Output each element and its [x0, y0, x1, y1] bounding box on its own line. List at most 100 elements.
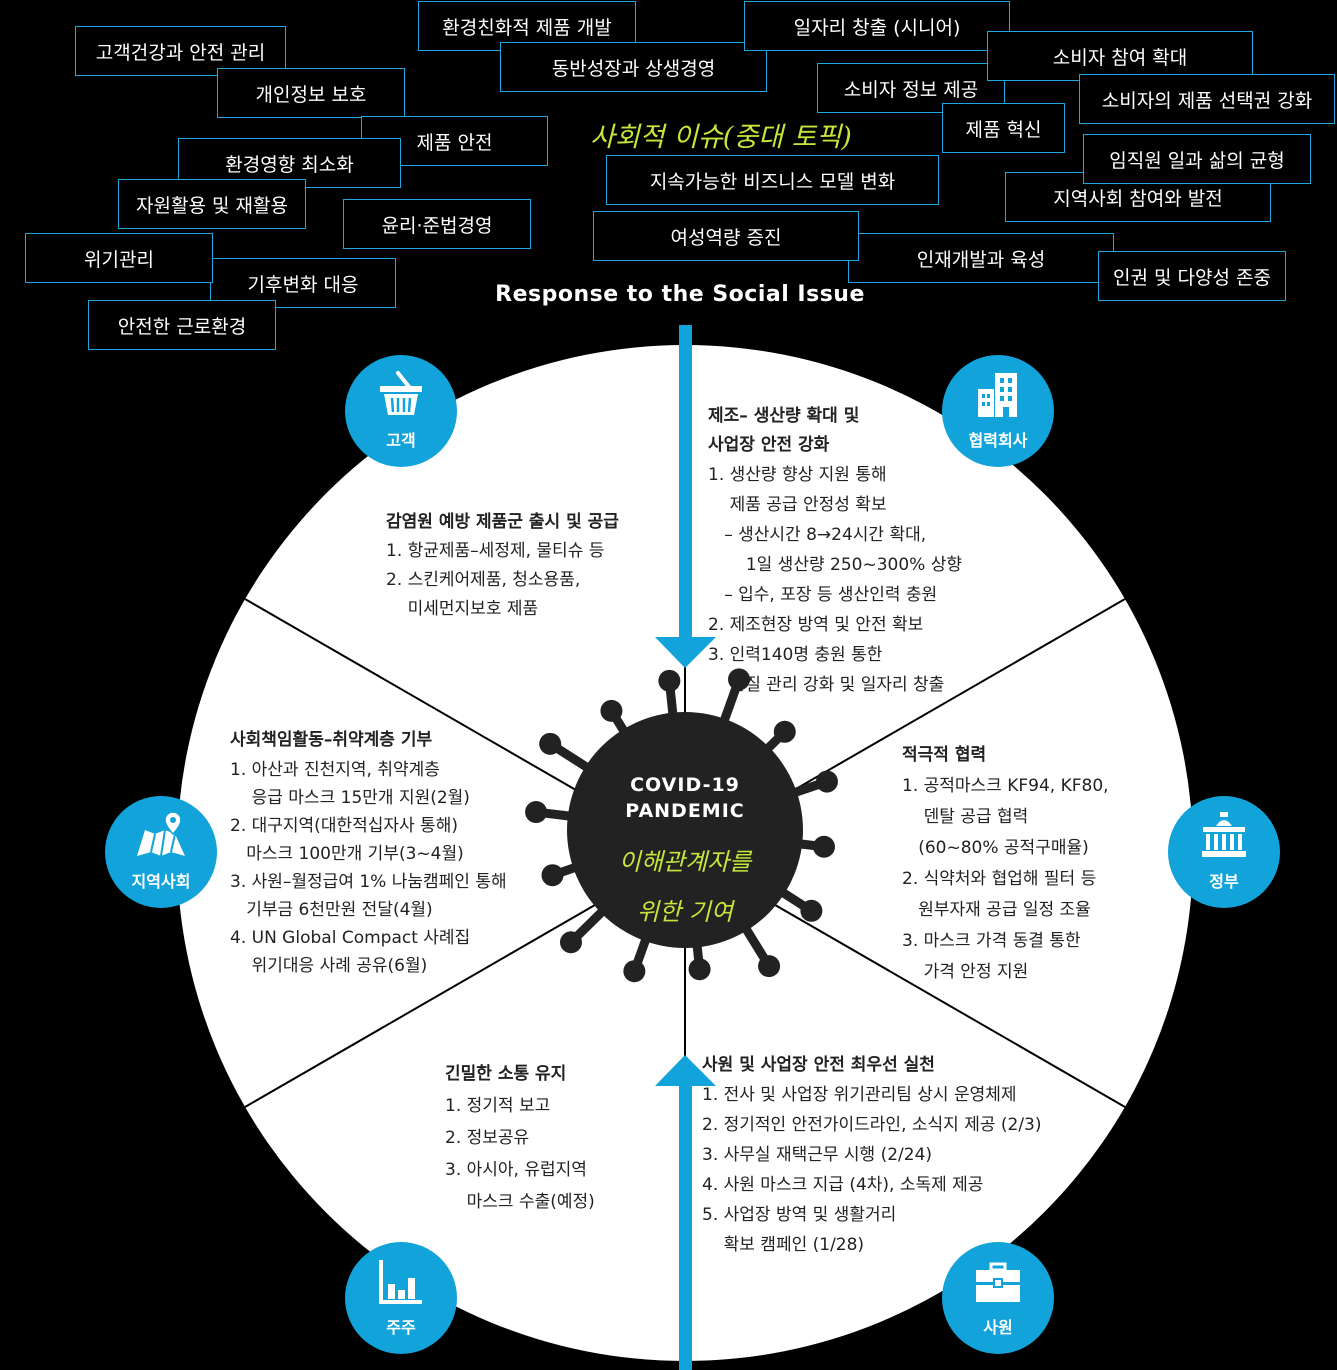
topic-tag: 지속가능한 비즈니스 모델 변화	[606, 155, 939, 205]
topic-tag: 윤리·준법경영	[343, 199, 531, 249]
topic-tag: 고객건강과 안전 관리	[75, 26, 286, 76]
center-line1: COVID-19	[630, 774, 740, 796]
center-hand2: 위한 기여	[637, 898, 733, 926]
segment-line: 확보 캠페인 (1/28)	[702, 1235, 865, 1255]
segment-line: 미세먼지보호 제품	[386, 599, 539, 619]
segment-line: 1. 정기적 보고	[445, 1096, 551, 1116]
segment-line: 1. 공적마스크 KF94, KF80,	[902, 776, 1109, 796]
segment-line: 덴탈 공급 협력	[902, 807, 1029, 827]
segment-line: 2. 식약처와 협업해 필터 등	[902, 869, 1097, 889]
government-building-icon	[1202, 812, 1246, 857]
segment-line: 가격 안정 지원	[902, 962, 1029, 982]
topic-tag: 개인정보 보호	[217, 68, 405, 118]
segment-line: 5. 사업장 방역 및 생활거리	[702, 1205, 897, 1225]
segment-line: 2. 정기적인 안전가이드라인, 소식지 제공 (2/3)	[702, 1115, 1042, 1135]
stakeholder-label: 협력회사	[968, 431, 1028, 450]
segment-title: 사업장 안전 강화	[708, 435, 830, 455]
segment-line: 1. 아산과 진천지역, 취약계층	[230, 760, 440, 780]
virus-spike-tip	[658, 669, 681, 692]
virus-spike-tip	[812, 835, 835, 858]
segment-line: 2. 스킨케어제품, 청소용품,	[386, 570, 581, 590]
topic-tag: 임직원 일과 삶의 균형	[1083, 134, 1311, 184]
segment-shareholder: 긴밀한 소통 유지 1. 정기적 보고 2. 정보공유 3. 아시아, 유럽지역…	[445, 1058, 595, 1218]
segment-government: 적극적 협력 1. 공적마스크 KF94, KF80, 덴탈 공급 협력 (60…	[902, 740, 1109, 988]
segment-title: 긴밀한 소통 유지	[445, 1064, 567, 1084]
virus-spike-tip	[800, 899, 823, 922]
segment-line: 1일 생산량 250~300% 상향	[708, 555, 962, 575]
stakeholder-label: 정부	[1209, 872, 1239, 891]
segment-community: 사회책임활동–취약계층 기부 1. 아산과 진천지역, 취약계층 응급 마스크 …	[230, 726, 507, 980]
segment-line: 3. 인력140명 충원 통한	[708, 645, 883, 665]
arrow-up-shaft	[679, 1075, 692, 1370]
virus-spike-tip	[539, 732, 562, 755]
segment-line: (60~80% 공적구매율)	[902, 838, 1089, 858]
topic-tag: 여성역량 증진	[593, 211, 859, 261]
stakeholder-label: 사원	[983, 1318, 1013, 1337]
topic-tag: 인재개발과 육성	[848, 233, 1114, 283]
virus-icon	[525, 668, 838, 983]
segment-line: 마스크 수출(예정)	[445, 1192, 595, 1212]
virus-spike-tip	[728, 668, 751, 691]
bar-chart-icon	[379, 1260, 422, 1304]
response-label: Response to the Social Issue	[495, 282, 865, 307]
segment-title: 제조– 생산량 확대 및	[708, 406, 860, 426]
segment-title: 사회책임활동–취약계층 기부	[230, 730, 433, 750]
segment-title: 사원 및 사업장 안전 최우선 실천	[702, 1055, 935, 1075]
stakeholder-label: 주주	[386, 1318, 416, 1337]
segment-line: 1. 전사 및 사업장 위기관리팀 상시 운영체제	[702, 1085, 1017, 1105]
briefcase-icon	[976, 1262, 1020, 1302]
segment-line: 마스크 100만개 기부(3~4월)	[230, 844, 464, 864]
virus-spike-tip	[688, 958, 711, 981]
segment-line: 1. 생산량 향상 지원 통해	[708, 465, 887, 485]
topic-tag: 소비자 참여 확대	[987, 31, 1253, 81]
topic-tag: 동반성장과 상생경영	[500, 42, 767, 92]
segment-partner: 제조– 생산량 확대 및 사업장 안전 강화 1. 생산량 향상 지원 통해 제…	[708, 402, 962, 700]
stakeholder-government: 정부	[1168, 796, 1280, 908]
segment-line: 기부금 6천만원 전달(4월)	[230, 900, 433, 920]
virus-spike-tip	[600, 699, 623, 722]
stakeholder-partner: 협력회사	[942, 355, 1054, 467]
stakeholder-community: 지역사회	[105, 796, 217, 908]
segment-line: 2. 대구지역(대한적십자사 통해)	[230, 816, 458, 836]
center-hand1: 이해관계자를	[618, 848, 752, 876]
segment-line: 2. 정보공유	[445, 1128, 530, 1148]
virus-spike-tip	[815, 770, 838, 793]
segment-line: 1. 항균제품–세정제, 물티슈 등	[386, 541, 605, 561]
segment-line: 3. 아시아, 유럽지역	[445, 1160, 587, 1180]
topic-tag: 위기관리	[25, 233, 213, 283]
arrow-down-shaft	[679, 325, 692, 650]
virus-spike-tip	[525, 801, 548, 824]
segment-customer: 감염원 예방 제품군 출시 및 공급 1. 항균제품–세정제, 물티슈 등 2.…	[386, 508, 619, 624]
stakeholder-employee: 사원	[942, 1242, 1054, 1354]
segment-line: 위기대응 사례 공유(6월)	[230, 956, 428, 976]
stakeholder-label: 지역사회	[131, 872, 191, 891]
topic-tag: 일자리 창출 (시니어)	[744, 1, 1010, 51]
basket-icon	[380, 371, 422, 415]
stakeholder-shareholder: 주주	[345, 1242, 457, 1354]
segment-line: 원부자재 공급 일정 조율	[902, 900, 1091, 920]
map-pin-icon	[137, 811, 185, 857]
segment-line: – 생산시간 8→24시간 확대,	[708, 525, 927, 545]
segment-title: 감염원 예방 제품군 출시 및 공급	[386, 512, 619, 532]
stakeholder-label: 고객	[386, 431, 416, 450]
virus-spike-tip	[758, 955, 781, 978]
segment-line: 3. 사무실 재택근무 시행 (2/24)	[702, 1145, 933, 1165]
segment-line: 3. 사원–월정급여 1% 나눔캠페인 통해	[230, 872, 507, 892]
topic-tag: 안전한 근로환경	[88, 300, 276, 350]
segment-line: 품질 관리 강화 및 일자리 창출	[708, 675, 945, 695]
segment-line: 4. 사원 마스크 지급 (4차), 소독제 제공	[702, 1175, 984, 1195]
segment-line: 2. 제조현장 방역 및 안전 확보	[708, 615, 924, 635]
topic-tag: 인권 및 다양성 존중	[1098, 251, 1286, 301]
topic-tag: 기후변화 대응	[210, 258, 396, 308]
center-label: COVID-19 PANDEMIC	[600, 772, 770, 824]
arrow-up-head	[655, 1055, 716, 1086]
segment-line: 3. 마스크 가격 동결 통한	[902, 931, 1081, 951]
segment-line: 제품 공급 안정성 확보	[708, 495, 887, 515]
segment-title: 적극적 협력	[902, 745, 987, 765]
segment-employee: 사원 및 사업장 안전 최우선 실천 1. 전사 및 사업장 위기관리팀 상시 …	[702, 1050, 1042, 1260]
segment-line: – 입수, 포장 등 생산인력 충원	[708, 585, 938, 605]
virus-spike-tip	[773, 720, 796, 743]
topics-title: 사회적 이슈(중대 토픽)	[590, 122, 852, 153]
virus-spike-tip	[559, 931, 582, 954]
